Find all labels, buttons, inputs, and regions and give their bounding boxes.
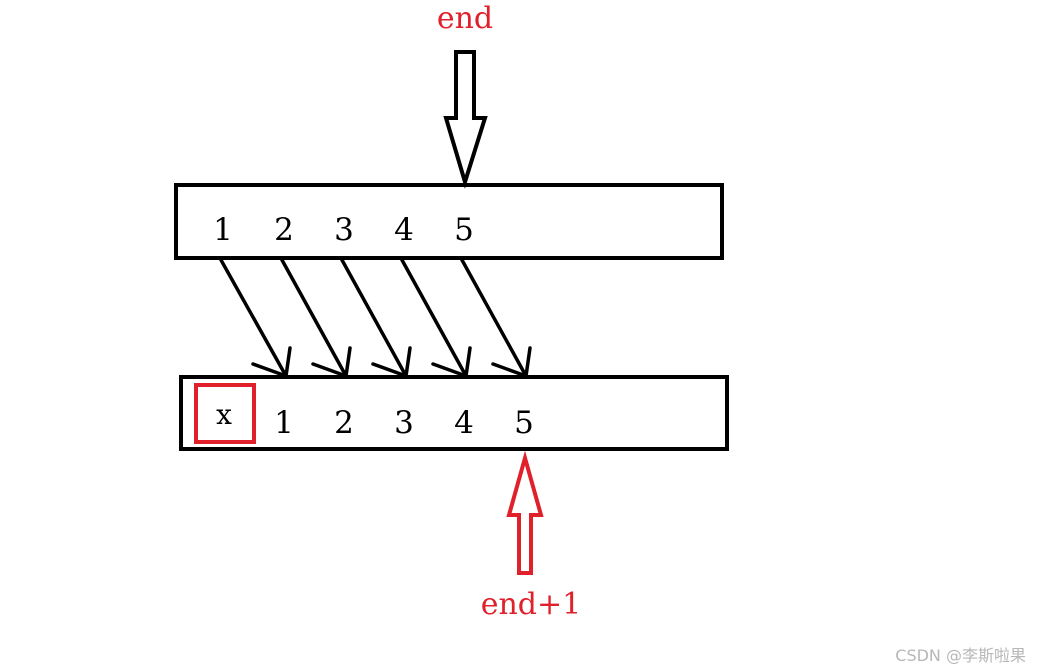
- bottom-array-values: 1 2 3 4 5: [274, 405, 534, 441]
- top-array-value: 1: [213, 212, 233, 248]
- top-array-value: 3: [334, 212, 354, 248]
- end-plus-one-pointer-arrow-icon: [509, 458, 541, 573]
- shift-arrow-icon: [282, 260, 350, 376]
- bottom-array-value: 1: [274, 405, 294, 441]
- bottom-array-value: 2: [334, 405, 354, 441]
- top-array-values: 1 2 3 4 5: [213, 212, 474, 248]
- end-label: end: [437, 1, 493, 36]
- end-plus-one-label: end+1: [481, 587, 582, 622]
- inserted-element-label: x: [216, 398, 232, 431]
- watermark: CSDN @李斯啦果: [895, 642, 1026, 666]
- shift-arrow-icon: [462, 260, 530, 376]
- top-array-value: 5: [454, 212, 474, 248]
- end-pointer-arrow-icon: [446, 52, 485, 182]
- shift-arrows: [221, 260, 530, 376]
- bottom-array-value: 5: [514, 405, 534, 441]
- top-array-value: 4: [394, 212, 414, 248]
- top-array-box: [176, 185, 722, 258]
- top-array-value: 2: [274, 212, 294, 248]
- shift-arrow-icon: [221, 260, 290, 376]
- shift-arrow-icon: [402, 260, 470, 376]
- bottom-array-value: 4: [454, 405, 474, 441]
- bottom-array-value: 3: [394, 405, 414, 441]
- shift-arrow-icon: [342, 260, 410, 376]
